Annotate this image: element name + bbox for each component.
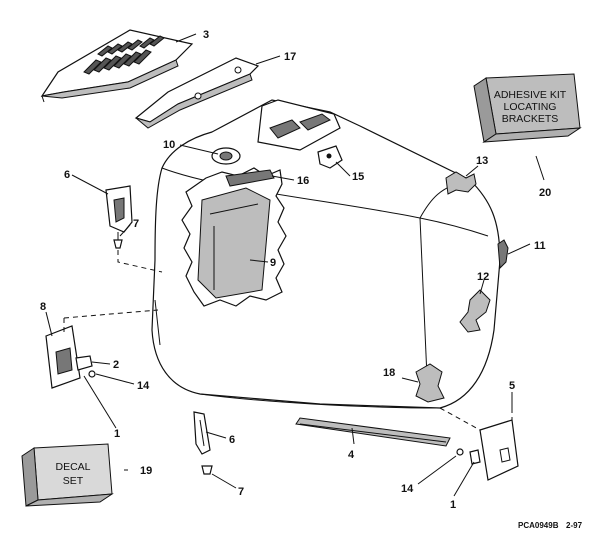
callout-17: 17 [284, 51, 296, 63]
adhesive-kit-box: ADHESIVE KIT LOCATING BRACKETS [473, 73, 582, 143]
callout-4: 4 [348, 449, 355, 461]
callout-6-lower: 6 [229, 434, 235, 446]
callout-14-left: 14 [137, 380, 150, 392]
decal-box-line2: SET [63, 475, 84, 487]
vent-grille-part [40, 29, 194, 103]
callout-8: 8 [40, 301, 46, 313]
rear-cover-plate-part [134, 57, 260, 129]
grommet-part [211, 147, 241, 165]
adhesive-patch-13 [445, 171, 477, 195]
clip-2 [75, 355, 93, 371]
callout-3: 3 [203, 29, 209, 41]
leader-lines [45, 33, 545, 497]
screw-14-right [456, 448, 464, 456]
callout-19: 19 [140, 465, 152, 477]
callout-7-lower: 7 [238, 486, 244, 498]
decal-box-line1: DECAL [55, 461, 90, 473]
bracket-6-upper [105, 185, 133, 233]
kit-box-line1: ADHESIVE KIT [494, 89, 567, 101]
kit-box-line3: BRACKETS [502, 113, 559, 125]
decal-set-box: DECAL SET [21, 443, 114, 507]
callout-1-left: 1 [114, 428, 120, 440]
trim-strip-4 [295, 417, 451, 447]
callout-20: 20 [539, 187, 551, 199]
adhesive-bracket-18 [415, 363, 445, 403]
clip-1-right [469, 449, 481, 465]
callout-12: 12 [477, 271, 489, 283]
callout-5: 5 [509, 380, 515, 392]
callout-14-right: 14 [401, 483, 414, 495]
figure-code-id: PCA0949B [518, 521, 559, 530]
callout-1-right: 1 [450, 499, 456, 511]
side-plate-5 [479, 419, 519, 481]
callout-2: 2 [113, 359, 119, 371]
callout-18: 18 [383, 367, 395, 379]
screw-14-left [88, 370, 96, 378]
callout-labels: 3 17 10 6 7 16 15 9 13 20 11 12 18 8 2 1… [40, 29, 551, 511]
figure-code: PCA0949B 2-97 [518, 521, 583, 530]
callout-7-upper: 7 [133, 218, 139, 230]
callout-11: 11 [534, 240, 546, 252]
bracket-6-lower [193, 411, 211, 455]
side-patch-11 [497, 239, 509, 270]
kit-box-line2: LOCATING [504, 101, 557, 113]
screw-7-upper [113, 232, 123, 249]
callout-15: 15 [352, 171, 364, 183]
figure-code-date: 2-97 [566, 521, 583, 530]
side-plate-8 [45, 325, 81, 389]
cutaway-opening [181, 167, 287, 307]
callout-13: 13 [476, 155, 488, 167]
screw-7-lower [201, 465, 213, 475]
callout-10: 10 [163, 139, 175, 151]
callout-9: 9 [270, 257, 276, 269]
adhesive-bracket-12 [459, 289, 491, 333]
callout-16: 16 [297, 175, 309, 187]
callout-6-upper: 6 [64, 169, 70, 181]
